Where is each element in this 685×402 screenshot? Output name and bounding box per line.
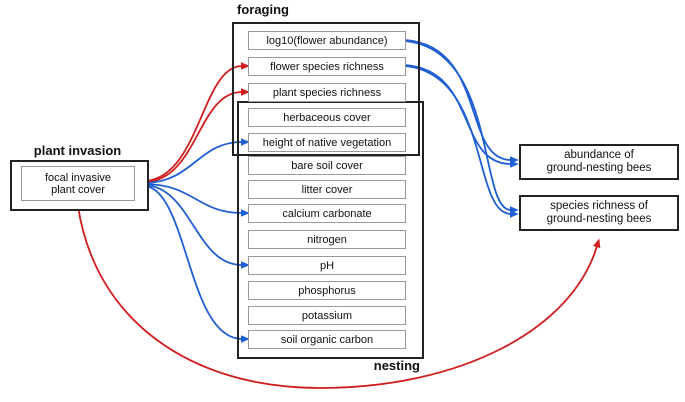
node-log10-flower-abundance: log10(flower abundance) xyxy=(248,31,406,50)
node-height-of-native-vegetation: height of native vegetation xyxy=(248,133,406,152)
abundance-line1: abundance of xyxy=(564,149,634,161)
node-litter-cover: litter cover xyxy=(248,180,406,199)
focal-invasive-line2: plant cover xyxy=(51,183,105,196)
foraging-label: foraging xyxy=(237,2,289,17)
node-soil-organic-carbon: soil organic carbon xyxy=(248,330,406,349)
node-plant-species-richness: plant species richness xyxy=(248,83,406,102)
edge-inv-psr xyxy=(145,88,250,183)
node-potassium: potassium xyxy=(248,306,406,325)
plant-invasion-box: focal invasive plant cover xyxy=(10,160,149,211)
node-ph: pH xyxy=(248,256,406,275)
node-bare-soil-cover: bare soil cover xyxy=(248,156,406,175)
node-herbaceous-cover: herbaceous cover xyxy=(248,108,406,127)
edge-inv-ph xyxy=(145,184,250,269)
edge-inv-fsr xyxy=(145,62,250,182)
species-richness-ground-nesting-bees-node: species richness of ground-nesting bees xyxy=(519,195,679,231)
plant-invasion-label: plant invasion xyxy=(33,143,122,158)
focal-invasive-line1: focal invasive xyxy=(44,171,112,184)
node-phosphorus: phosphorus xyxy=(248,281,406,300)
node-flower-species-richness: flower species richness xyxy=(248,57,406,76)
node-nitrogen: nitrogen xyxy=(248,230,406,249)
nesting-label: nesting xyxy=(373,358,420,373)
edge-inv-hnv xyxy=(145,138,250,184)
edge-inv-soc xyxy=(145,185,250,343)
focal-invasive-plant-cover-node: focal invasive plant cover xyxy=(21,166,135,201)
foraging-group-box xyxy=(232,22,420,156)
node-calcium-carbonate: calcium carbonate xyxy=(248,204,406,223)
nesting-group-box xyxy=(237,101,424,359)
species-richness-line1: species richness of xyxy=(550,200,648,212)
abundance-line2: ground-nesting bees xyxy=(546,162,652,174)
species-richness-line2: ground-nesting bees xyxy=(546,213,652,225)
abundance-ground-nesting-bees-node: abundance of ground-nesting bees xyxy=(519,144,679,180)
edge-inv-cc xyxy=(145,183,250,217)
